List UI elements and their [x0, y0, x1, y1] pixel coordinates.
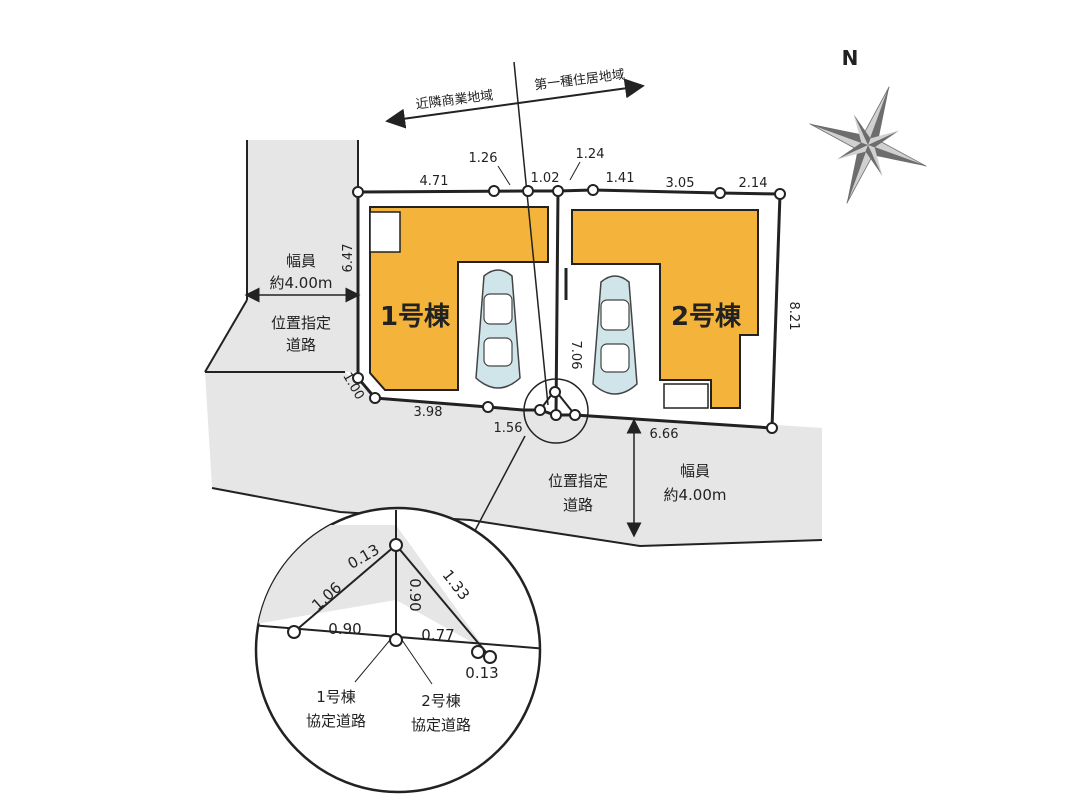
zone-arrow: [385, 78, 645, 129]
compass-north-label: N: [842, 46, 859, 70]
dim-top-2: 1.26: [469, 151, 498, 166]
west-road-width-label: 幅員: [286, 252, 316, 270]
detail-label-2-line1: 2号棟: [421, 692, 461, 710]
vertex-points: [352, 184, 786, 434]
detail-dim-5: 0.90: [328, 620, 361, 638]
dim-bottom-1: 3.98: [414, 405, 443, 420]
compass-icon: [809, 86, 927, 204]
west-road-width-value: 約4.00m: [269, 274, 332, 292]
dim-middle: 7.06: [568, 341, 583, 370]
detail-leader: [469, 435, 526, 541]
dim-top-5: 1.41: [606, 171, 635, 186]
south-road-type-1: 位置指定: [548, 472, 608, 490]
building-2: [571, 209, 759, 409]
south-road-width-value: 約4.00m: [663, 486, 726, 504]
dim-top-7: 2.14: [739, 176, 768, 191]
car-1: [475, 269, 521, 389]
dim-top-3: 1.02: [531, 171, 560, 186]
building-1: [369, 206, 549, 391]
dim-bottom-2: 1.56: [494, 421, 523, 436]
corner-splay-marker: [523, 378, 589, 444]
detail-dim-7: 0.13: [465, 664, 498, 682]
south-road-type-2: 道路: [563, 496, 593, 514]
corner-detail-inset: [254, 506, 542, 794]
dim-right: 8.21: [786, 302, 801, 331]
detail-label-1-line2: 協定道路: [306, 712, 366, 730]
lot-divider: [554, 190, 560, 416]
detail-dim-3: 0.90: [406, 578, 424, 611]
building-1-label: 1号棟: [380, 302, 451, 332]
dim-bottom-3: 6.66: [650, 427, 679, 442]
detail-label-2-line2: 協定道路: [411, 716, 471, 734]
west-road: [205, 140, 358, 372]
south-road-width-label: 幅員: [680, 462, 710, 480]
detail-label-1-line1: 1号棟: [316, 688, 356, 706]
dim-top-1: 4.71: [420, 174, 449, 189]
detail-dim-6: 0.77: [421, 626, 454, 644]
west-road-type-1: 位置指定: [271, 314, 331, 332]
car-2: [592, 275, 638, 395]
dim-top-6: 3.05: [666, 176, 695, 191]
building-2-label: 2号棟: [671, 302, 742, 332]
west-road-type-2: 道路: [286, 336, 316, 354]
dim-left: 6.47: [341, 244, 356, 273]
dim-top-4: 1.24: [576, 147, 605, 162]
